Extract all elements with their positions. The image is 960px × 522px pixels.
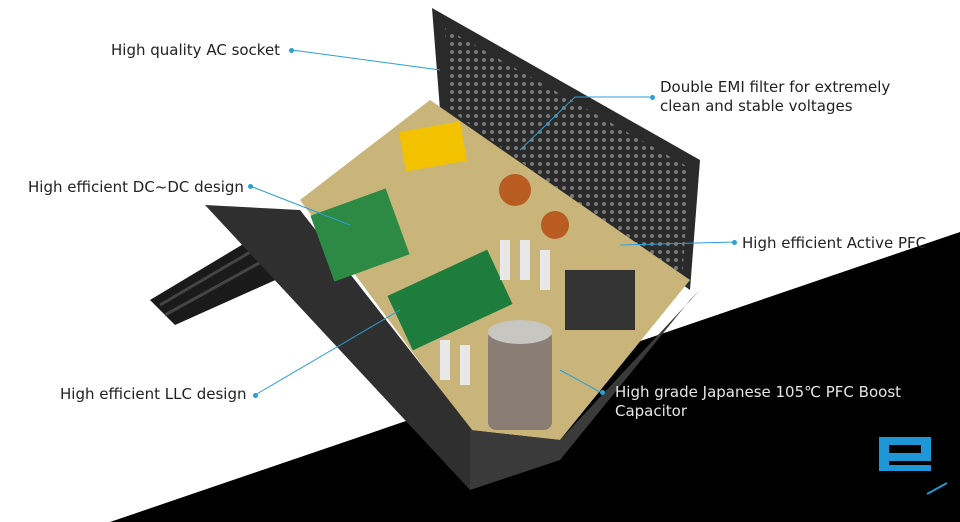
callout-dot-dc-dc: [248, 184, 253, 189]
emi-coil-2: [541, 211, 569, 239]
brand-logo: [879, 437, 931, 471]
callout-dot-emi-filter: [650, 95, 655, 100]
callout-emi-filter-line2: clean and stable voltages: [660, 97, 853, 115]
yellow-x-capacitor: [398, 121, 467, 172]
bulk-capacitor: [488, 330, 552, 430]
callout-ac-socket: High quality AC socket: [111, 41, 281, 59]
psu-front-edge: [470, 290, 700, 490]
psu-grill-holes: [445, 28, 690, 280]
callout-dot-active-pfc: [732, 240, 737, 245]
callout-leader-lines: [249, 49, 736, 396]
callout-active-pfc: High efficient Active PFC: [742, 234, 927, 252]
callout-emi-filter-line1: Double EMI filter for extremely: [660, 78, 891, 96]
logo-slash-mark: [926, 482, 948, 495]
callout-dot-capacitor: [600, 390, 605, 395]
dc-dc-module: [310, 188, 410, 282]
llc-transformer: [387, 249, 513, 351]
callout-llc: High efficient LLC design: [60, 385, 247, 403]
psu-side-panel: [205, 205, 480, 490]
pfc-inductor: [565, 270, 635, 330]
emi-coil-1: [499, 174, 531, 206]
callout-capacitor-line1: High grade Japanese 105℃ PFC Boost: [615, 383, 902, 401]
callout-capacitor-line2: Capacitor: [615, 402, 688, 420]
callout-dot-llc: [253, 393, 258, 398]
heatsinks: [440, 240, 550, 385]
callout-dc-dc: High efficient DC~DC design: [28, 178, 244, 196]
callout-dot-ac-socket: [289, 48, 294, 53]
bulk-capacitor-top: [488, 320, 552, 344]
